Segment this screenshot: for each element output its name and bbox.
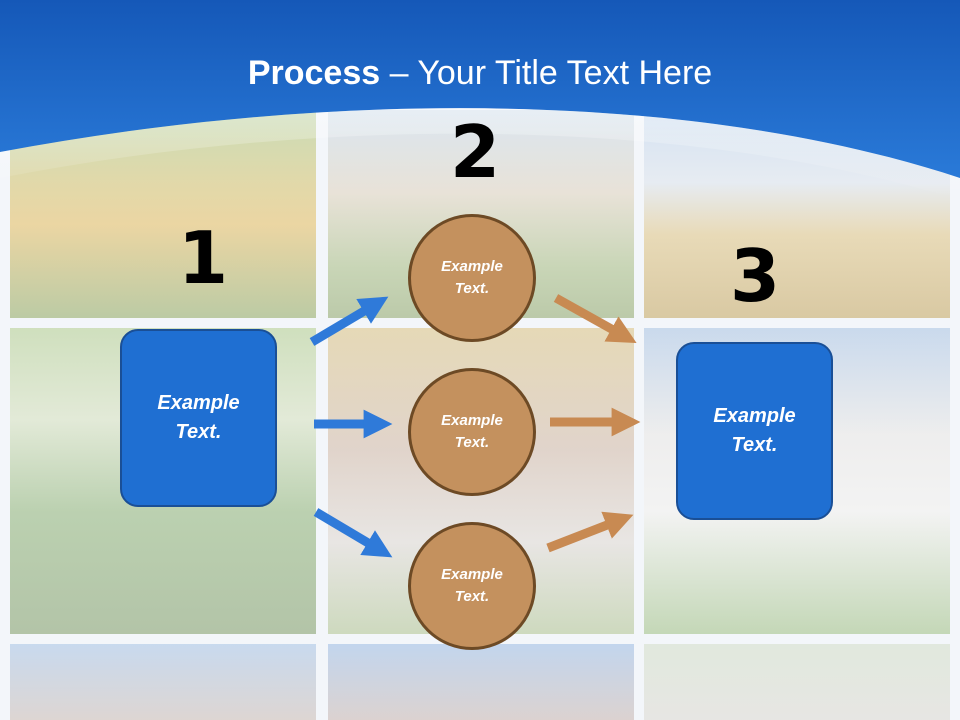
left-box: Example Text.: [120, 329, 277, 507]
arrow-tan-lower-icon: [546, 511, 634, 553]
step-number-2: 2: [450, 110, 501, 194]
circle-middle: Example Text.: [408, 368, 536, 496]
right-box: Example Text.: [676, 342, 833, 520]
step-number-3: 3: [730, 234, 781, 318]
header-band: [0, 0, 960, 200]
photo-family: [10, 644, 316, 720]
left-box-text: Example Text.: [157, 392, 240, 443]
right-box-text: Example Text.: [713, 405, 796, 456]
circle-top-text: Example Text.: [441, 257, 503, 298]
slide-title: Process – Your Title Text Here: [0, 54, 960, 93]
arrow-blue-lower-icon: [313, 508, 393, 558]
circle-middle-text: Example Text.: [441, 411, 503, 452]
title-rest: – Your Title Text Here: [380, 54, 713, 92]
circle-bottom: Example Text.: [408, 522, 536, 650]
photo-raised-hands: [328, 644, 634, 720]
circle-top: Example Text.: [408, 214, 536, 342]
title-bold: Process: [247, 54, 381, 92]
step-number-1: 1: [178, 216, 229, 300]
arrow-tan-upper-icon: [553, 294, 637, 344]
photo-flowers: [644, 644, 950, 720]
circle-bottom-text: Example Text.: [441, 565, 503, 606]
arrow-blue-upper-icon: [309, 296, 389, 346]
